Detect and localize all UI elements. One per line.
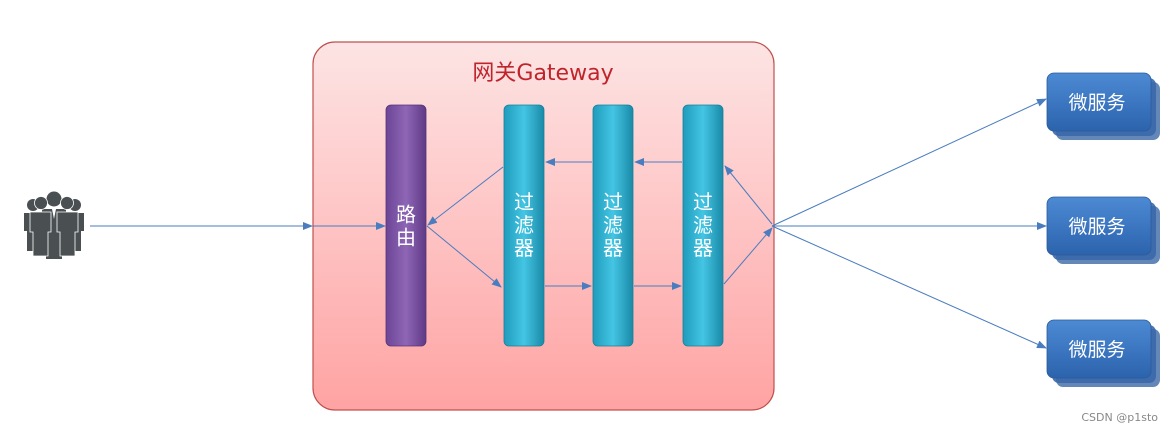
microservice-label-1: 微服务: [1068, 92, 1125, 114]
filter-label-1: 过滤器: [514, 190, 534, 260]
arrow-router-to-filter1: [426, 225, 502, 288]
gateway-title: 网关Gateway: [472, 61, 613, 86]
arrow-hub-to-filter3: [724, 165, 773, 225]
filter-bar-3: [682, 104, 724, 347]
router-label: 路由: [396, 203, 416, 250]
users-group-icon: [24, 191, 84, 259]
arrow-filter3-to-hub: [723, 227, 773, 285]
router-bar: [385, 104, 427, 347]
watermark: CSDN @p1sto: [1081, 411, 1158, 424]
arrow-hub-to-ms1: [771, 98, 1047, 227]
arrow-hub-to-ms3: [771, 225, 1047, 349]
microservice-label-3: 微服务: [1068, 339, 1125, 361]
microservice-label-2: 微服务: [1068, 216, 1125, 238]
filter-bar-1: [503, 104, 545, 347]
arrow-filter1-to-router: [427, 166, 504, 226]
microservice-1: 微服务: [1046, 72, 1160, 140]
filter-label-2: 过滤器: [603, 190, 623, 260]
filter-label-3: 过滤器: [693, 190, 713, 260]
filter-bar-2: [592, 104, 634, 347]
microservice-2: 微服务: [1046, 196, 1160, 264]
microservice-3: 微服务: [1046, 319, 1160, 387]
